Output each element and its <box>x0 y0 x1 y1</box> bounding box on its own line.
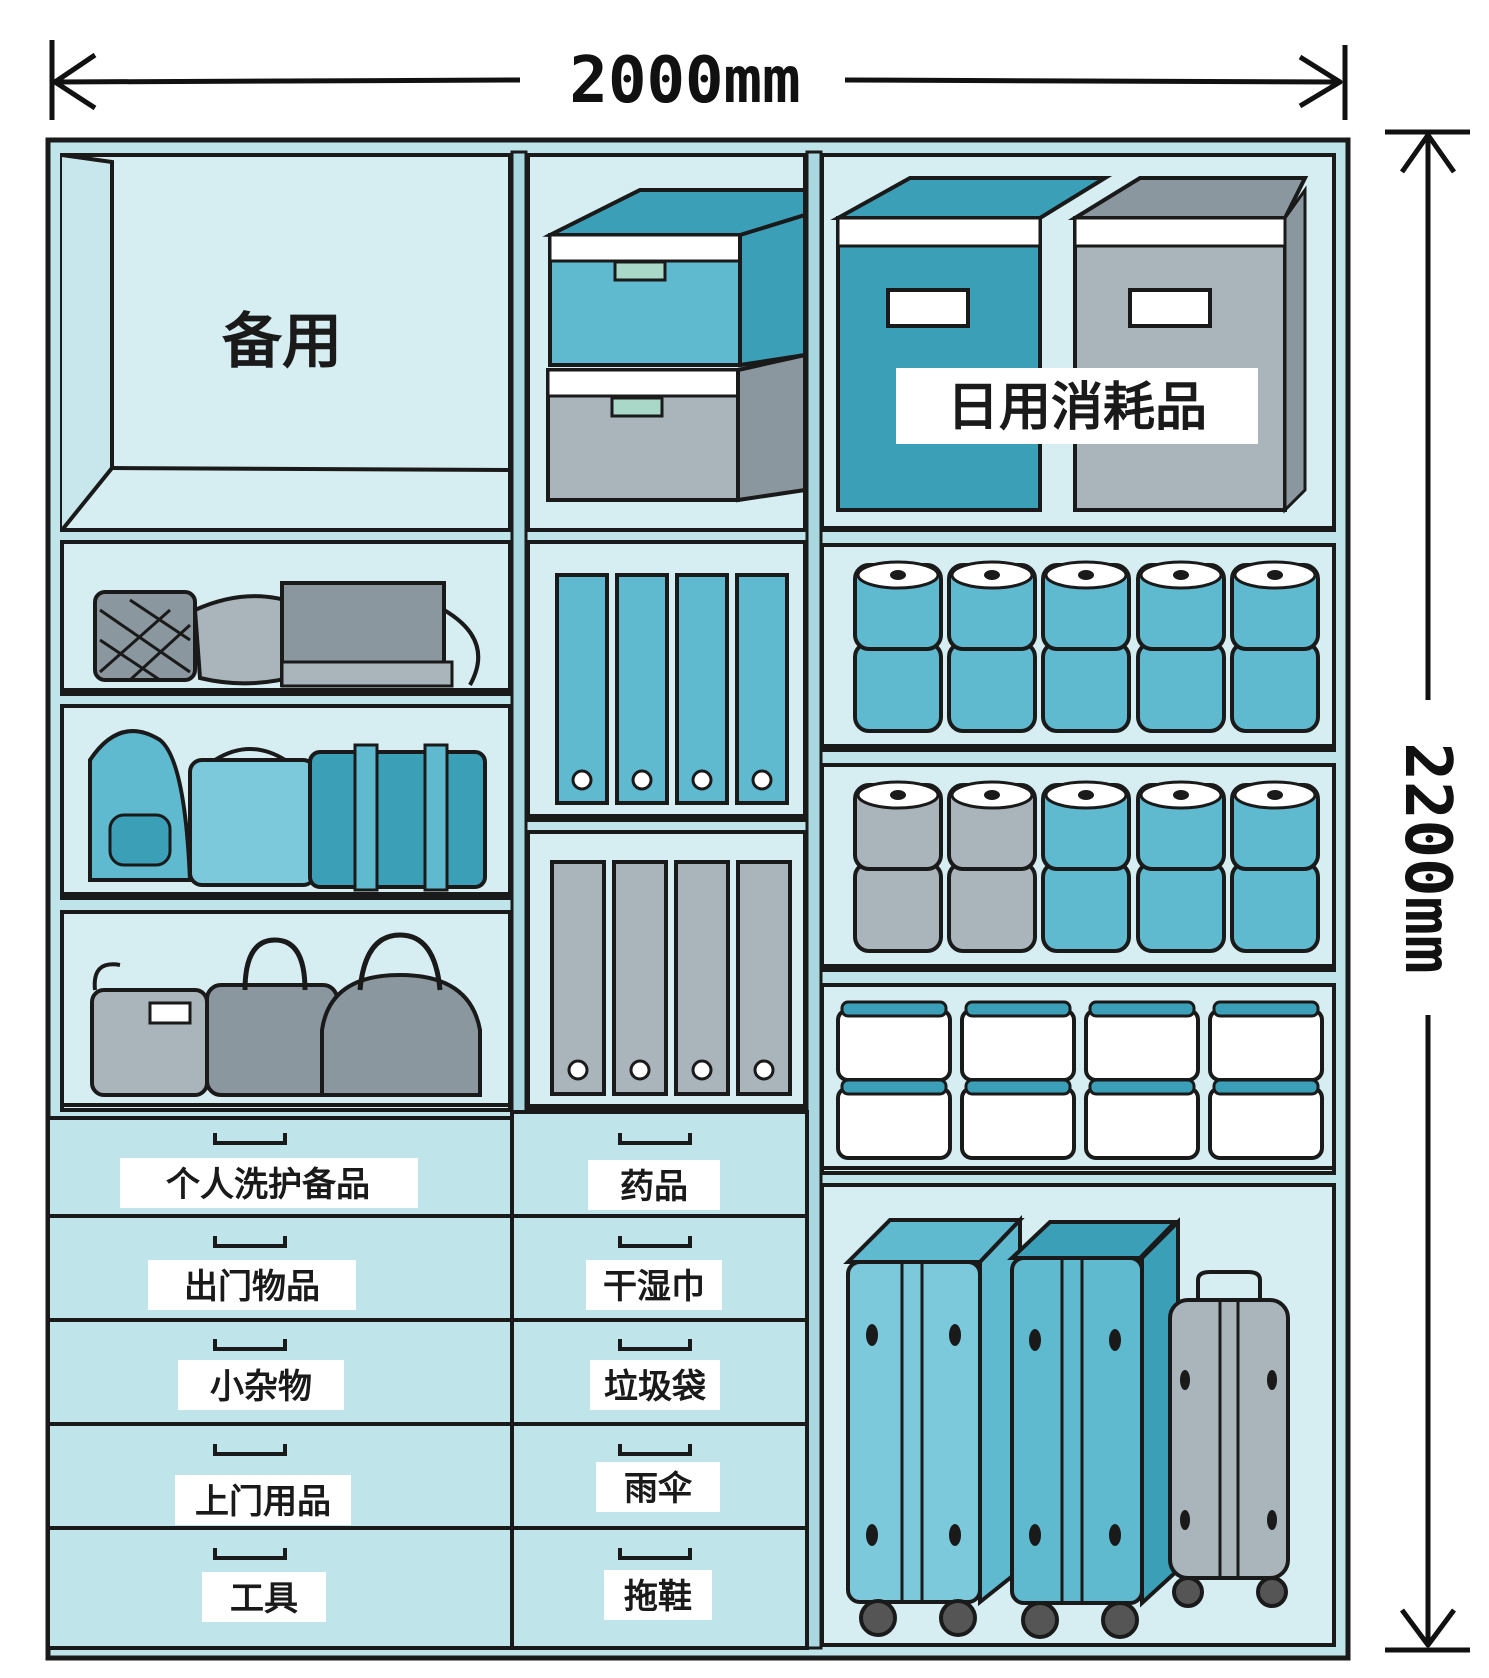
shelf-left-2 <box>60 704 512 900</box>
paper-roll <box>853 560 943 651</box>
binder <box>674 860 730 1096</box>
paper-roll <box>1041 560 1131 651</box>
paper-roll <box>1230 780 1320 871</box>
drawer-handle[interactable] <box>213 1548 287 1560</box>
drawer-label-mid-1: 药品 <box>620 1167 688 1207</box>
paper-roll <box>1041 780 1131 871</box>
shelf-left-3 <box>60 910 512 1112</box>
paper-roll <box>1136 560 1226 651</box>
binder <box>615 573 669 805</box>
bowling-bag <box>320 972 482 1097</box>
paper-rolls-row-1 <box>853 560 1320 733</box>
binder <box>550 860 606 1096</box>
height-dimension: 2200mm <box>1385 129 1470 1653</box>
bin-blue <box>836 216 1042 512</box>
daily-consumables-label: 日用消耗品 <box>947 378 1207 438</box>
drawer-handle[interactable] <box>618 1236 692 1248</box>
drawer-label-mid-3: 垃圾袋 <box>604 1367 706 1407</box>
drawer-label-left-4: 上门用品 <box>195 1482 331 1522</box>
paper-roll <box>1230 560 1320 651</box>
paper-roll <box>1136 780 1226 871</box>
tissue-pack <box>1208 1000 1324 1082</box>
bin-handle <box>886 288 970 328</box>
drawer-label-left-2: 出门物品 <box>184 1267 320 1307</box>
small-case <box>188 758 317 887</box>
paper-rolls-row-2 <box>853 780 1320 953</box>
width-dimension: 2000mm <box>49 40 1348 120</box>
paper-roll <box>947 641 1037 733</box>
gym-bag <box>205 983 339 1097</box>
paper-roll <box>1136 861 1226 953</box>
tissue-pack <box>1084 1000 1200 1082</box>
height-label: 2200mm <box>1390 742 1464 973</box>
drawer-handle[interactable] <box>213 1133 287 1145</box>
tissue-pack <box>836 1000 952 1082</box>
drawer-handle[interactable] <box>618 1133 692 1145</box>
tissue-pack <box>960 1000 1076 1082</box>
tissue-pack <box>1084 1078 1200 1160</box>
drawer-label-left-5: 工具 <box>230 1579 298 1619</box>
drawer-handle[interactable] <box>618 1339 692 1351</box>
drawer-label-mid-2: 干湿巾 <box>603 1267 705 1307</box>
compartment-boxes <box>526 153 807 532</box>
binder <box>675 573 729 805</box>
drawers-middle: 药品 干湿巾 垃圾袋 雨伞 拖鞋 <box>510 1110 809 1650</box>
paper-roll <box>853 861 943 953</box>
paper-roll <box>853 641 943 733</box>
binder <box>555 573 609 805</box>
suitcase-1 <box>846 1260 982 1604</box>
drawer-handle[interactable] <box>618 1548 692 1560</box>
paper-roll <box>947 780 1037 871</box>
duffel-bag <box>308 750 487 889</box>
drawers-left: 个人洗护备品 出门物品 小杂物 上门用品 工具 <box>46 1116 514 1650</box>
compartment-binders-2 <box>526 830 807 1112</box>
drawer-label-left-1: 个人洗护备品 <box>166 1165 370 1205</box>
paper-roll <box>947 861 1037 953</box>
drawer-label-left-3: 小杂物 <box>210 1367 312 1407</box>
paper-roll <box>853 780 943 871</box>
drawer-handle[interactable] <box>213 1339 287 1351</box>
tissue-pack <box>836 1078 952 1160</box>
binder <box>735 573 789 805</box>
drawer-label-mid-4: 雨伞 <box>624 1469 693 1509</box>
width-label: 2000mm <box>569 44 800 118</box>
paper-roll <box>1041 861 1131 953</box>
drawer-handle[interactable] <box>213 1444 287 1456</box>
paper-roll <box>1041 641 1131 733</box>
compartment-bins: 日用消耗品 <box>820 153 1336 532</box>
spare-label: 备用 <box>222 307 342 377</box>
binder <box>612 860 668 1096</box>
paper-roll <box>1230 641 1320 733</box>
shelf-left-1 <box>60 540 512 696</box>
suitcase-2 <box>1010 1256 1144 1605</box>
paper-roll <box>947 560 1037 651</box>
drawer-label-mid-5: 拖鞋 <box>624 1577 692 1617</box>
bin-gray <box>1073 216 1287 512</box>
tissue-pack <box>1208 1078 1324 1160</box>
paper-roll <box>1230 861 1320 953</box>
compartment-binders-1 <box>526 540 807 822</box>
paper-roll <box>1136 641 1226 733</box>
binder <box>736 860 792 1096</box>
bin-handle <box>1128 288 1212 328</box>
compartment-spare: 备用 <box>60 153 512 532</box>
compartment-suitcases <box>820 1183 1336 1647</box>
tissue-pack <box>960 1078 1076 1160</box>
drawer-handle[interactable] <box>213 1236 287 1248</box>
tissue-packs <box>836 1000 1324 1160</box>
drawer-handle[interactable] <box>618 1444 692 1456</box>
suitcase-3 <box>1168 1298 1290 1580</box>
